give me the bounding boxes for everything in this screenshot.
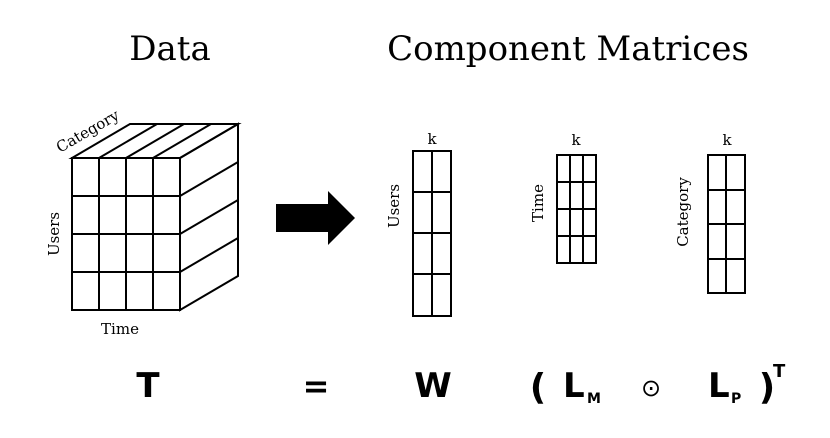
users-matrix-k-label: k (427, 130, 437, 148)
equation-transpose-superscript: T (773, 361, 786, 382)
users-matrix (412, 150, 452, 317)
equation-close-paren: ) (759, 367, 775, 408)
time-matrix (556, 154, 597, 264)
time-matrix-label: Time (529, 184, 547, 222)
equation-equals-sign: = (303, 367, 330, 405)
category-matrix-k-label: k (722, 131, 732, 149)
category-matrix (707, 154, 746, 294)
equation-w-symbol: W (414, 366, 452, 406)
users-matrix-label: Users (385, 184, 403, 228)
equation-l-m-base: L (563, 366, 585, 406)
right-arrow-icon (276, 191, 355, 245)
category-matrix-label: Category (674, 177, 692, 247)
equation-tensor-symbol: T (136, 366, 160, 406)
equation-p-subscript: P (731, 391, 741, 407)
users-axis-label: Users (45, 212, 63, 256)
data-tensor-cube (68, 122, 242, 312)
data-heading: Data (129, 29, 210, 69)
equation-m-subscript: M (587, 391, 601, 407)
equation-hadamard-operator: ⊙ (641, 374, 661, 402)
time-matrix-k-label: k (571, 131, 581, 149)
equation-open-paren: ( (530, 367, 546, 408)
equation-l-p-base: L (708, 366, 730, 406)
component-matrices-heading: Component Matrices (387, 29, 749, 69)
time-axis-label: Time (101, 320, 139, 338)
factorization-equation: T = W ( L M ⊙ L P ) T (136, 361, 786, 408)
